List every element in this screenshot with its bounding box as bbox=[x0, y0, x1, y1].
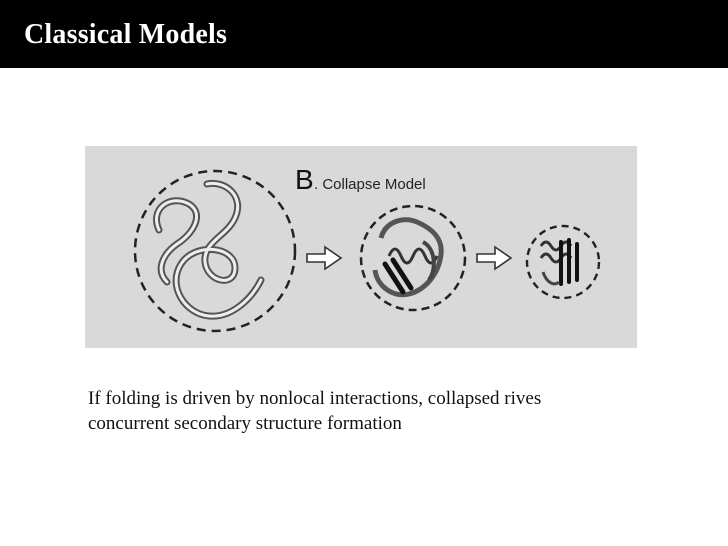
arrow-right-icon bbox=[306, 245, 343, 271]
figure-caption: If folding is driven by nonlocal interac… bbox=[88, 386, 688, 436]
title-bar: Classical Models bbox=[0, 0, 728, 68]
figure-label-letter: B bbox=[295, 164, 314, 195]
collapsed-globule-illustration bbox=[359, 204, 467, 312]
caption-line-2: concurrent secondary structure formation bbox=[88, 413, 402, 434]
slide-title: Classical Models bbox=[24, 19, 228, 50]
figure-drawing: B . Collapse Model bbox=[133, 164, 601, 333]
figure-label-text: . Collapse Model bbox=[314, 176, 426, 193]
caption-line-1: If folding is driven by nonlocal interac… bbox=[88, 388, 542, 409]
unfolded-chain-illustration bbox=[133, 169, 297, 333]
native-fold-illustration bbox=[525, 224, 601, 300]
collapse-model-figure: B . Collapse Model bbox=[85, 146, 637, 348]
arrow-right-icon bbox=[476, 245, 513, 271]
